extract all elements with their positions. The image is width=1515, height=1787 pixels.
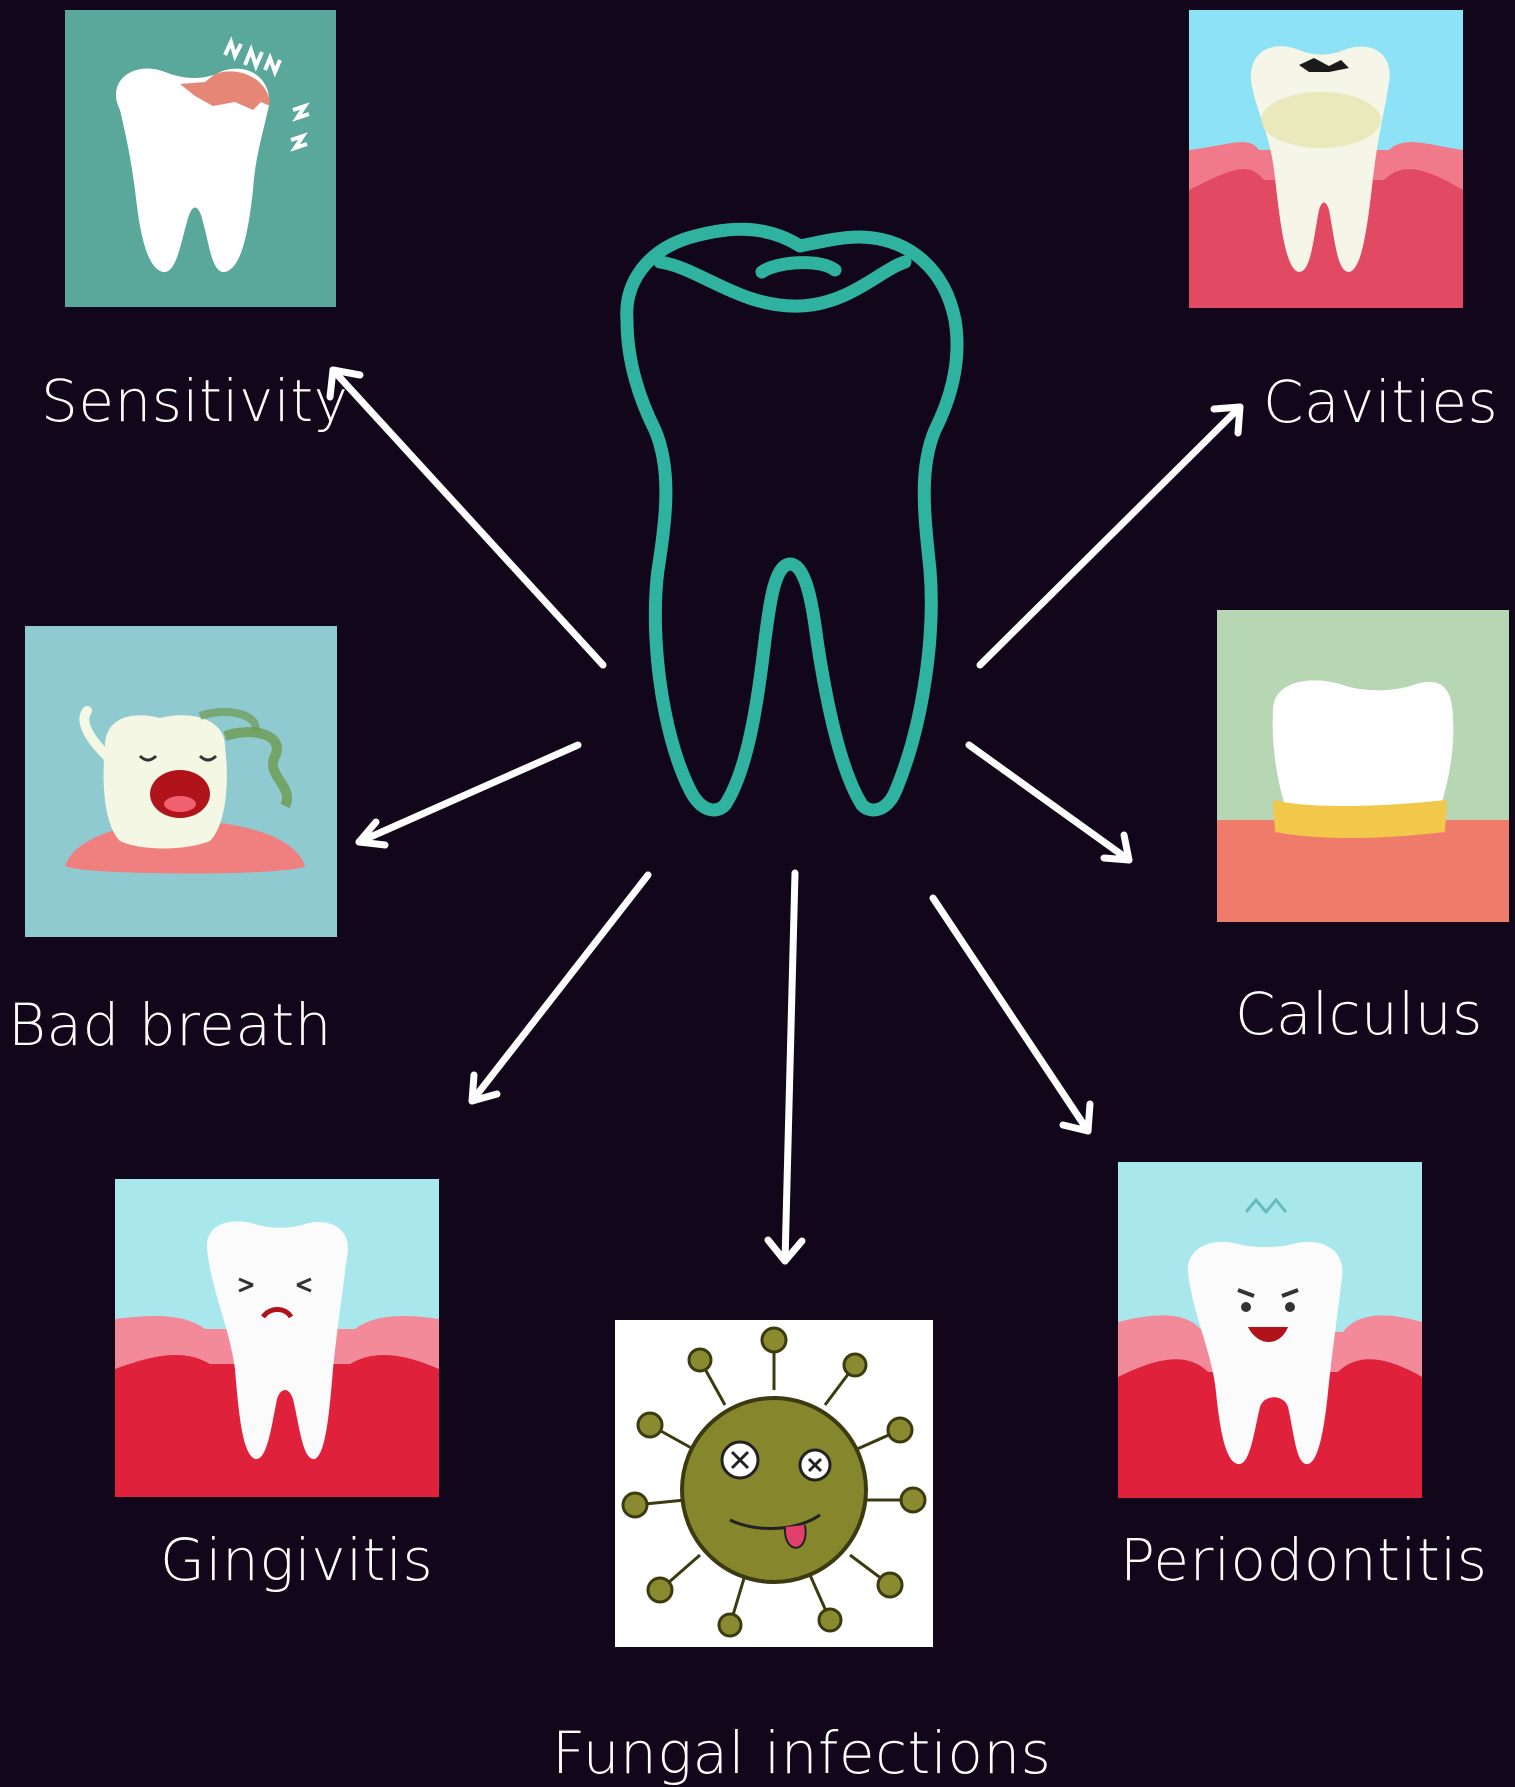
- label-bad-breath: Bad breath: [8, 996, 332, 1054]
- inflamed-gum-tooth-icon: [115, 1179, 439, 1497]
- smelly-tooth-cartoon-icon: [25, 626, 337, 937]
- calculus-illustration: [1217, 610, 1509, 922]
- cavities-illustration: [1189, 10, 1463, 308]
- label-calculus: Calculus: [1235, 985, 1483, 1043]
- tartar-tooth-icon: [1217, 610, 1509, 922]
- label-gingivitis: Gingivitis: [160, 1531, 433, 1589]
- label-fungal-infections: Fungal infections: [552, 1724, 1051, 1782]
- chipped-tooth-icon: [65, 10, 336, 307]
- label-cavities: Cavities: [1263, 373, 1498, 431]
- periodontitis-illustration: [1118, 1162, 1422, 1498]
- bad-breath-illustration: [25, 626, 337, 937]
- fungal-infections-illustration: [615, 1320, 933, 1647]
- sensitivity-illustration: [65, 10, 336, 307]
- label-sensitivity: Sensitivity: [41, 372, 348, 430]
- decayed-tooth-icon: [1189, 10, 1463, 308]
- gingivitis-illustration: [115, 1179, 439, 1497]
- label-periodontitis: Periodontitis: [1120, 1531, 1488, 1589]
- germ-cartoon-icon: [615, 1320, 933, 1647]
- receding-gum-tooth-icon: [1118, 1162, 1422, 1498]
